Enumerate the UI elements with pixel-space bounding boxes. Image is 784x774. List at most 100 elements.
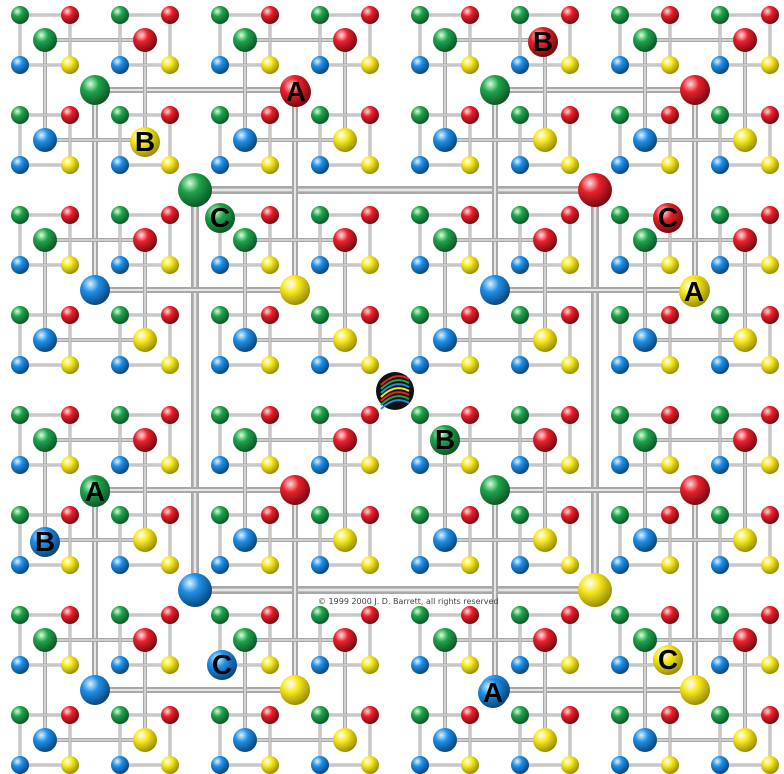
red-sphere [261,506,279,524]
green-sphere [11,606,29,624]
yellow-sphere [661,556,679,574]
green-sphere [11,206,29,224]
blue-sphere [611,656,629,674]
blue-sphere [511,56,529,74]
blue-sphere [611,456,629,474]
red-sphere [261,706,279,724]
red-sphere [61,606,79,624]
blue-sphere [711,456,729,474]
red-sphere [361,406,379,424]
green-sphere [80,75,110,105]
yellow-sphere [561,356,579,374]
yellow-sphere [461,656,479,674]
blue-sphere [511,656,529,674]
yellow-sphere [533,728,557,752]
yellow-sphere [661,156,679,174]
red-sphere [361,106,379,124]
yellow-sphere [761,556,779,574]
yellow-sphere [333,728,357,752]
green-sphere [611,306,629,324]
red-sphere [361,706,379,724]
green-sphere [233,28,257,52]
yellow-sphere [261,56,279,74]
yellow-sphere [61,356,79,374]
green-sphere [611,406,629,424]
blue-sphere [11,56,29,74]
green-sphere [511,406,529,424]
yellow-sphere [561,456,579,474]
green-sphere [711,106,729,124]
red-sphere [133,428,157,452]
red-sphere [761,606,779,624]
green-sphere [233,428,257,452]
blue-sphere [511,556,529,574]
yellow-sphere [761,256,779,274]
green-sphere [233,628,257,652]
green-sphere [33,628,57,652]
green-sphere [611,606,629,624]
green-sphere [411,6,429,24]
yellow-sphere [261,156,279,174]
green-sphere [633,428,657,452]
red-sphere [733,28,757,52]
blue-sphere [411,56,429,74]
blue-sphere [433,728,457,752]
blue-sphere [211,756,229,774]
marker-sphere-b [528,27,558,57]
green-sphere [178,173,212,207]
yellow-sphere [161,256,179,274]
yellow-sphere [533,528,557,552]
red-sphere [61,106,79,124]
yellow-sphere [461,456,479,474]
red-sphere [461,306,479,324]
green-sphere [11,506,29,524]
red-sphere [361,6,379,24]
blue-sphere [11,456,29,474]
green-sphere [11,106,29,124]
blue-sphere [11,756,29,774]
blue-sphere [11,256,29,274]
red-sphere [161,606,179,624]
green-sphere [411,506,429,524]
blue-sphere [611,256,629,274]
yellow-sphere [461,356,479,374]
blue-sphere [611,556,629,574]
red-sphere [361,306,379,324]
yellow-sphere [661,756,679,774]
marker-sphere-a [478,678,508,708]
green-sphere [433,628,457,652]
green-sphere [11,706,29,724]
red-sphere [461,106,479,124]
green-sphere [211,506,229,524]
blue-sphere [611,356,629,374]
green-sphere [11,306,29,324]
yellow-sphere [261,256,279,274]
yellow-sphere [61,256,79,274]
blue-sphere [111,456,129,474]
green-sphere [480,75,510,105]
yellow-sphere [561,156,579,174]
green-sphere [111,206,129,224]
green-sphere [311,206,329,224]
yellow-sphere [533,328,557,352]
red-sphere [733,628,757,652]
red-sphere [61,706,79,724]
green-sphere [711,706,729,724]
red-sphere [561,106,579,124]
red-sphere [133,28,157,52]
green-sphere [611,206,629,224]
yellow-sphere [661,56,679,74]
blue-sphere [111,756,129,774]
blue-sphere [233,128,257,152]
blue-sphere [711,356,729,374]
blue-sphere [411,756,429,774]
red-sphere [761,106,779,124]
copyright-text: © 1999 2000 J. D. Barrett, all rights re… [318,597,499,606]
yellow-sphere [361,156,379,174]
yellow-sphere [578,573,612,607]
green-sphere [211,106,229,124]
yellow-sphere [761,56,779,74]
green-sphere [211,606,229,624]
green-sphere [311,106,329,124]
blue-sphere [311,456,329,474]
